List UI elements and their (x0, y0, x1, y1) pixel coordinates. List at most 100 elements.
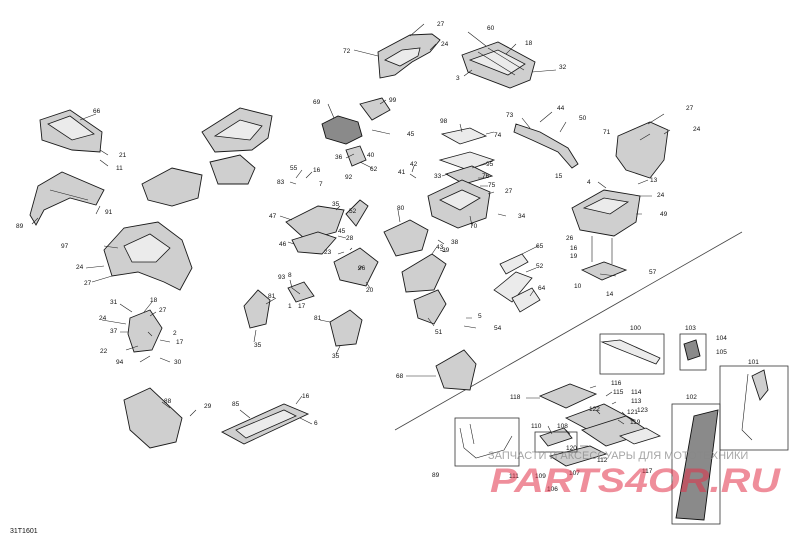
callout-121: 121 (627, 409, 638, 416)
part-70-center-body (427, 179, 491, 229)
callout-83: 83 (277, 179, 285, 186)
callout-102: 102 (686, 394, 697, 401)
part-85-skid-plate (220, 403, 310, 445)
callout-119: 119 (630, 419, 641, 426)
part-47-side-panel (285, 205, 345, 255)
callout-117: 117 (642, 468, 653, 475)
callout-20: 20 (366, 287, 374, 294)
callout-24: 24 (99, 315, 107, 322)
leader-lines (31, 23, 671, 447)
callout-104: 104 (716, 335, 727, 342)
callout-14: 14 (606, 291, 614, 298)
part-89-accessory-bar (459, 423, 513, 459)
part-68-mud-guard (435, 349, 477, 391)
callout-75: 75 (488, 182, 496, 189)
part-80-center-cover (383, 219, 429, 257)
box-100 (599, 333, 665, 375)
callout-7: 7 (319, 181, 323, 188)
box-110 (534, 431, 578, 453)
part-95-seat-base (438, 151, 496, 185)
callout-105: 105 (716, 349, 727, 356)
callout-41: 41 (398, 169, 406, 176)
callout-30: 30 (174, 359, 182, 366)
callout-44: 44 (557, 105, 565, 112)
part-73-rear-bar (513, 123, 579, 169)
callout-39: 39 (442, 247, 450, 254)
part-52-side-cover (345, 199, 369, 227)
callout-100: 100 (630, 325, 641, 332)
callout-5: 5 (478, 313, 482, 320)
callout-99: 99 (389, 97, 397, 104)
callout-93: 93 (278, 274, 286, 281)
part-65-footrest (493, 253, 541, 313)
callout-92: 92 (345, 174, 353, 181)
part-51-lower-panel (413, 289, 447, 325)
part-89-front-bumper (29, 171, 105, 226)
callout-115: 115 (613, 389, 624, 396)
callout-24: 24 (76, 264, 84, 271)
callout-35: 35 (332, 353, 340, 360)
callout-17: 17 (298, 303, 306, 310)
callout-40: 40 (367, 152, 375, 159)
part-36-small-cover (345, 145, 367, 167)
callout-1: 1 (288, 303, 292, 310)
part-60-rear-rack (461, 41, 536, 89)
callout-37: 37 (110, 328, 118, 335)
callout-113: 113 (631, 398, 642, 405)
callout-8: 8 (288, 272, 292, 279)
callout-52: 52 (536, 263, 544, 270)
part-98-tray (440, 127, 488, 145)
callout-3: 3 (456, 75, 460, 82)
callout-28: 28 (346, 235, 354, 242)
callout-21: 21 (119, 152, 127, 159)
box-102 (671, 403, 721, 525)
part-28-mount (333, 247, 379, 287)
callout-43: 43 (436, 244, 444, 251)
callout-24: 24 (693, 126, 701, 133)
callout-101: 101 (748, 359, 759, 366)
callout-94: 94 (116, 359, 124, 366)
part-37-front-bracket (127, 309, 163, 353)
callout-16: 16 (302, 393, 310, 400)
part-66-front-rack (39, 109, 103, 153)
callout-35: 35 (254, 342, 262, 349)
callout-96: 96 (358, 265, 366, 272)
callout-111: 111 (509, 473, 519, 480)
part-71-rear-fender (615, 121, 669, 179)
part-69-cover (321, 115, 363, 145)
callout-45: 45 (407, 131, 415, 138)
callout-4: 4 (587, 179, 591, 186)
box-89 (454, 417, 520, 467)
callout-118: 118 (510, 394, 521, 401)
callout-47: 47 (269, 213, 277, 220)
callout-34: 34 (518, 213, 526, 220)
callout-68: 68 (396, 373, 404, 380)
part-front-console (201, 107, 273, 153)
callout-85: 85 (232, 401, 240, 408)
callout-69: 69 (313, 99, 321, 106)
callout-35: 35 (332, 201, 340, 208)
part-122-skid (564, 403, 662, 447)
callout-42: 42 (410, 161, 418, 168)
callout-32: 32 (559, 64, 567, 71)
callout-27: 27 (437, 21, 445, 28)
callout-27: 27 (686, 105, 694, 112)
callout-62: 62 (370, 166, 378, 173)
callout-10: 10 (574, 283, 582, 290)
callout-122: 122 (589, 406, 600, 413)
callout-31: 31 (110, 299, 118, 306)
callout-60: 60 (487, 25, 495, 32)
callout-18: 18 (150, 297, 158, 304)
callout-120: 120 (566, 445, 577, 452)
part-99-bracket (359, 97, 391, 121)
callout-112: 112 (597, 457, 608, 464)
diagram-code: 31T1601 (10, 528, 38, 535)
callout-110: 110 (531, 423, 542, 430)
callout-16: 16 (570, 245, 578, 252)
callout-74: 74 (494, 132, 502, 139)
callout-55: 55 (290, 165, 298, 172)
callout-54: 54 (494, 325, 502, 332)
callout-27: 27 (84, 280, 92, 287)
part-49-rear-body (571, 189, 641, 264)
part-103-lock (683, 339, 701, 361)
